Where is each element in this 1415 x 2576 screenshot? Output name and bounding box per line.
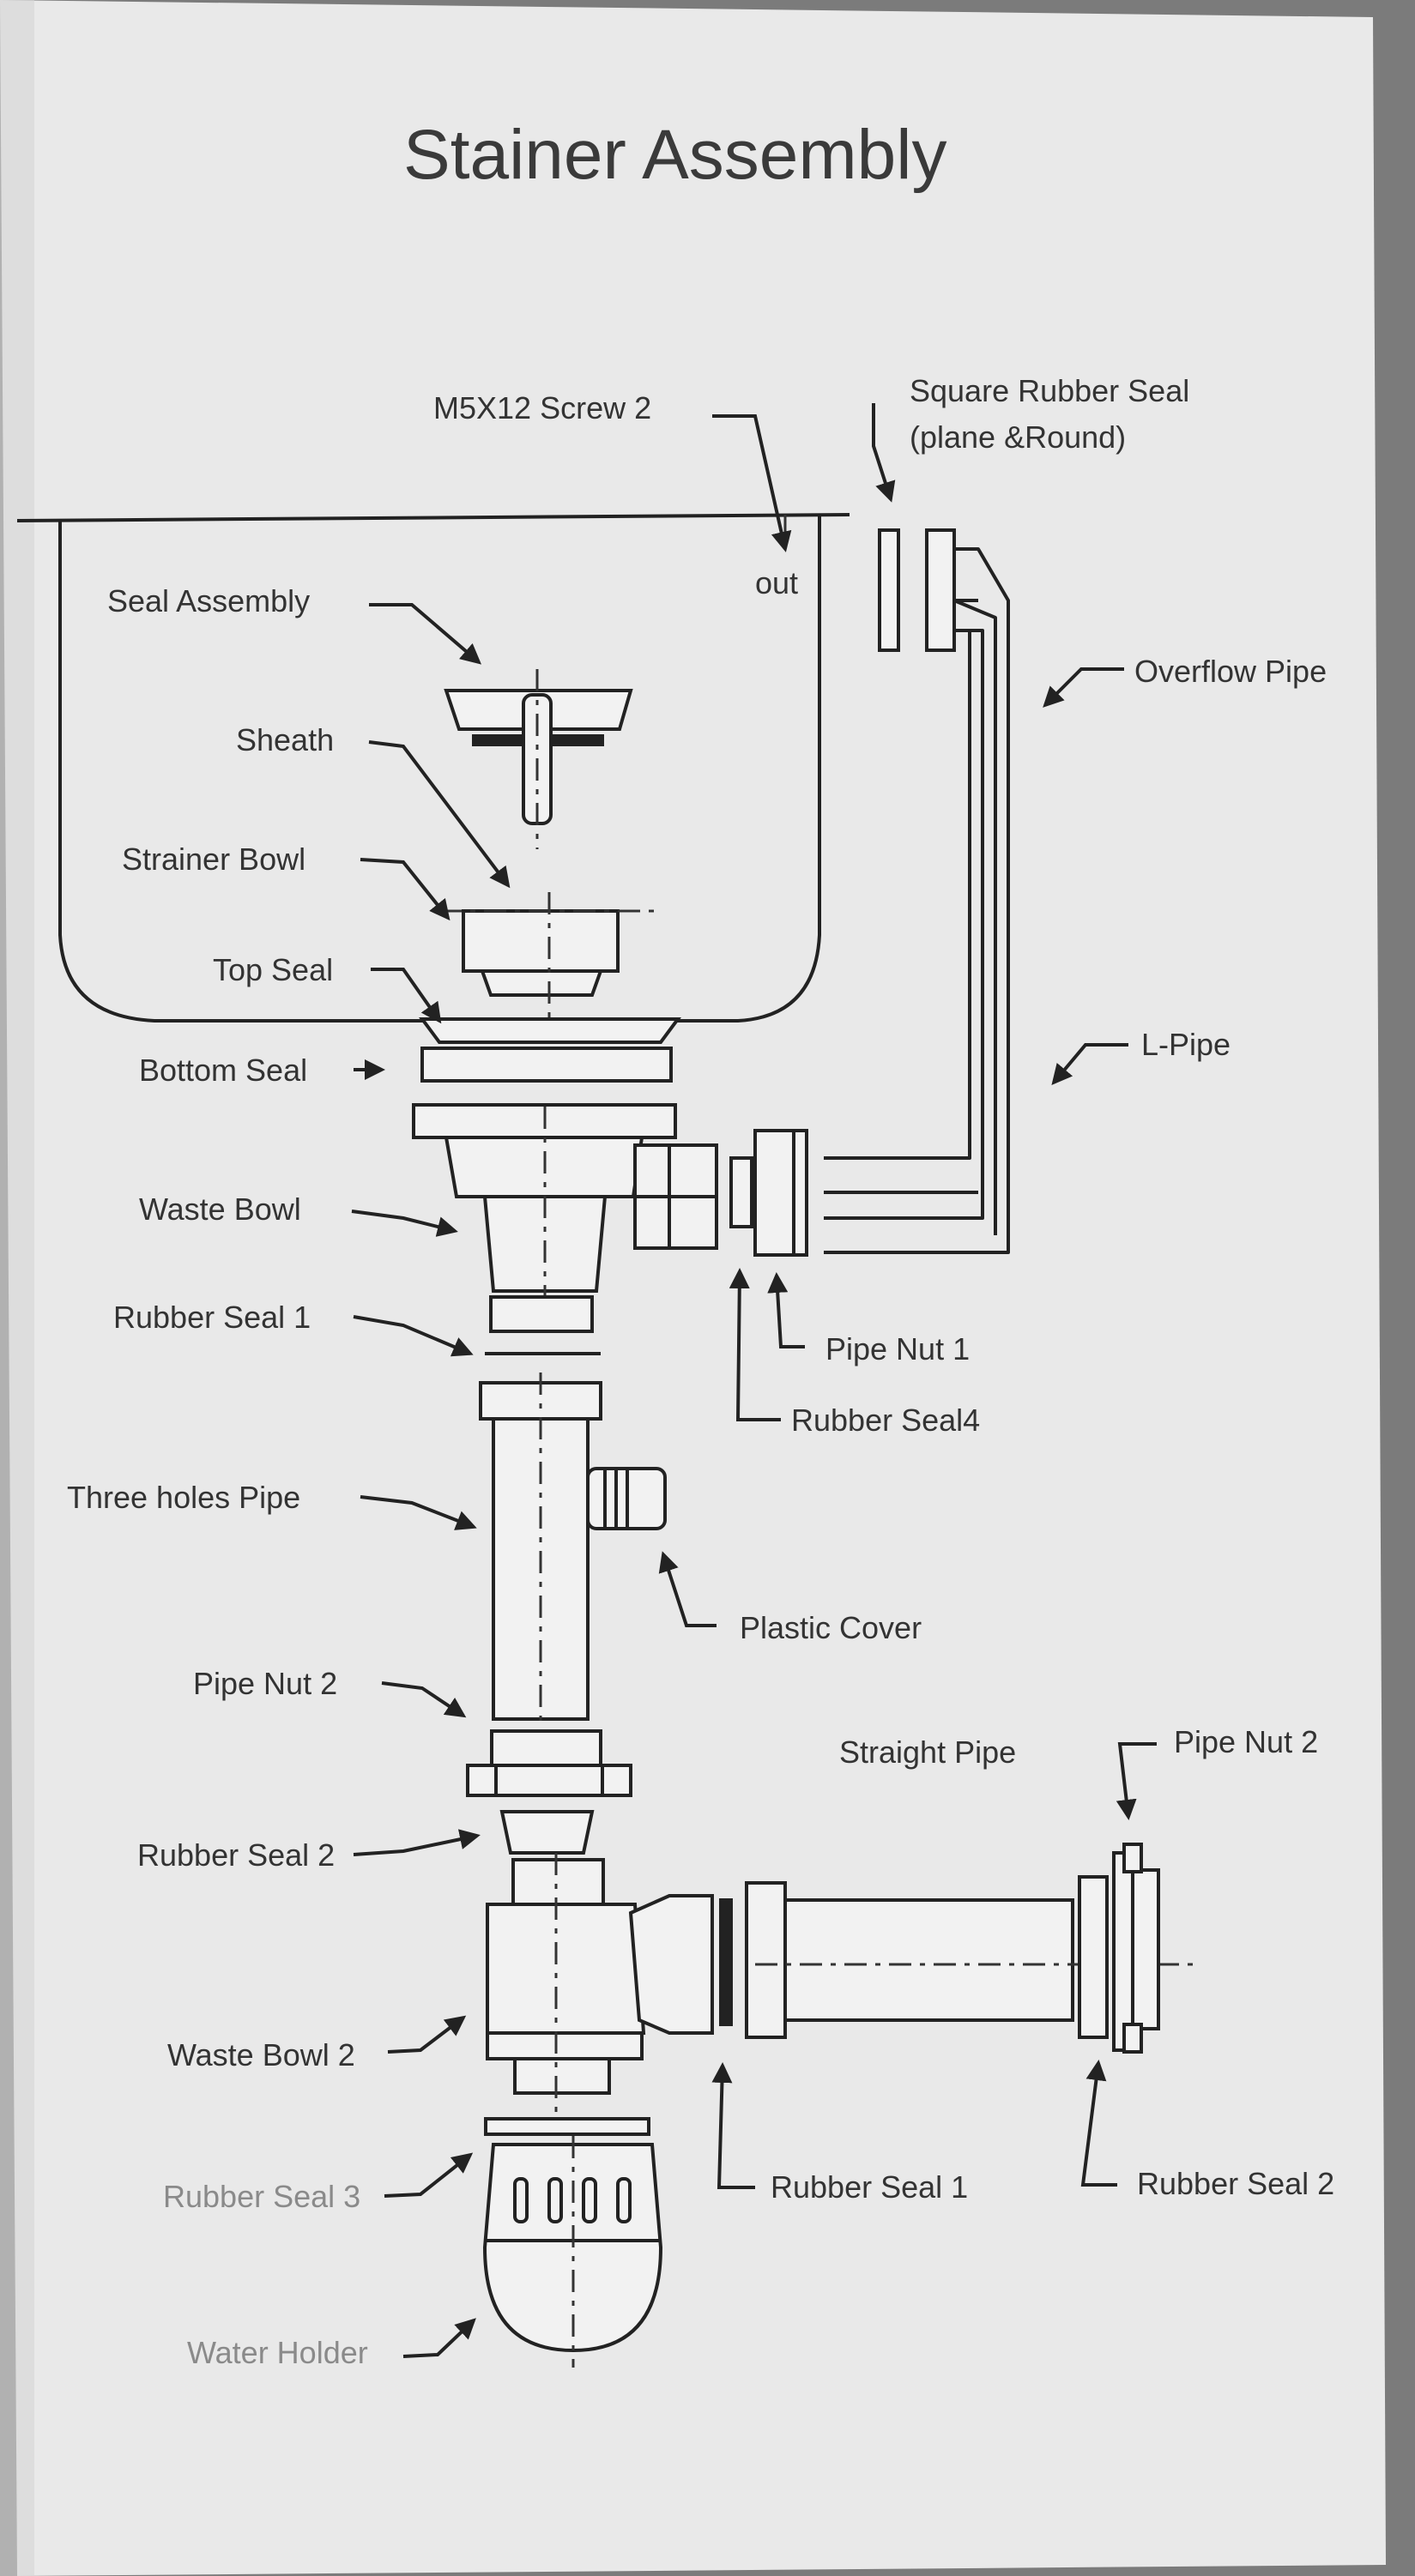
label-straight-pipe: Straight Pipe [839,1734,1017,1770]
label-strainer-bowl: Strainer Bowl [122,842,306,877]
label-waste-bowl: Waste Bowl [139,1191,301,1227]
diagram-title: Stainer Assembly [403,116,947,194]
label-l-pipe: L-Pipe [1141,1027,1231,1062]
straight-pipe-assembly [719,1843,1193,2054]
label-plastic-cover: Plastic Cover [740,1610,922,1645]
plastic-cover-part [586,1467,667,1530]
label-square-rubber-seal: Square Rubber Seal [910,373,1190,408]
label-sheath: Sheath [236,722,335,757]
seal-assembly-part [444,669,633,849]
label-rubber-seal-1: Rubber Seal 1 [113,1300,311,1335]
label-out: out [755,565,799,600]
l-pipe-part [824,630,978,1194]
top-seal-part [419,1017,681,1044]
waste-bowl-2-part [486,1853,714,2119]
pipe-nut-2-part [466,1729,632,1797]
bottom-seal-part [420,1047,673,1083]
label-pipe-nut-1: Pipe Nut 1 [825,1331,971,1366]
label-bottom-seal: Bottom Seal [139,1053,308,1088]
rubber-seal-4-part [729,1156,753,1228]
label-top-seal: Top Seal [213,952,334,987]
paper-left-shadow [0,0,34,2576]
label-pipe-nut-2: Pipe Nut 2 [193,1666,338,1701]
rubber-seal-3-part [484,2117,650,2136]
label-square-rubber-seal-note: (plane &Round) [910,419,1127,455]
label-rubber-seal-3: Rubber Seal 3 [163,2179,361,2214]
label-seal-assembly: Seal Assembly [107,583,311,618]
waste-bowl-part [412,1103,718,1304]
label-rubber-seal-2-lower: Rubber Seal 2 [1137,2166,1335,2201]
rubber-seal-1-part [485,1295,601,1355]
pipe-nut-1-part [753,1129,808,1257]
strainer-bowl-part [439,892,661,1029]
label-pipe-nut-2-right: Pipe Nut 2 [1174,1724,1319,1759]
label-rubber-seal-2: Rubber Seal 2 [137,1837,336,1873]
label-three-holes-pipe: Three holes Pipe [67,1480,301,1515]
leader-arrows [351,403,1157,2358]
three-holes-pipe-part [479,1372,602,1724]
label-rubber-seal-4: Rubber Seal4 [791,1403,981,1438]
label-rubber-seal-1-lower: Rubber Seal 1 [771,2169,969,2205]
label-overflow-pipe: Overflow Pipe [1134,654,1327,689]
label-screw: M5X12 Screw 2 [433,390,652,425]
square-rubber-seal-part [878,528,956,652]
label-waste-bowl-2: Waste Bowl 2 [167,2037,355,2072]
label-water-holder: Water Holder [187,2335,368,2370]
rubber-seal-2-part [499,1810,595,1855]
water-holder-part [482,2136,663,2368]
